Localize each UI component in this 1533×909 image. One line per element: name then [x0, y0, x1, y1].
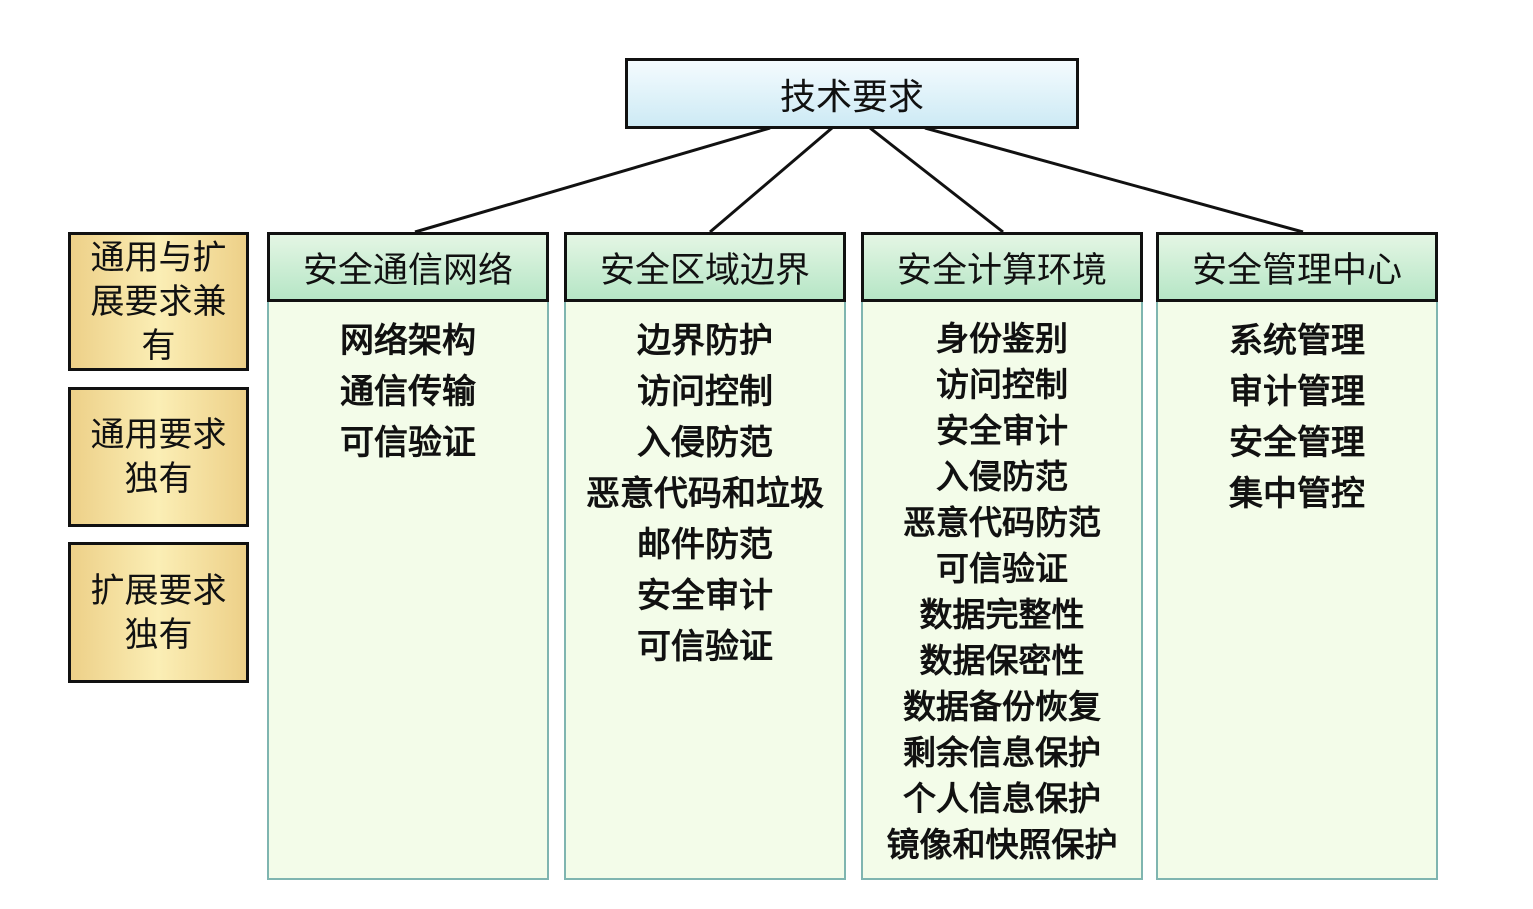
column-communication-network: 安全通信网络 网络架构 通信传输 可信验证	[267, 232, 549, 880]
column-header: 安全计算环境	[861, 232, 1143, 302]
list-item: 安全管理	[1229, 423, 1365, 463]
legend-both: 通用与扩展要求兼有	[68, 232, 249, 371]
root-node: 技术要求	[625, 58, 1079, 129]
list-item: 数据保密性	[919, 641, 1085, 680]
list-item: 系统管理	[1229, 321, 1365, 361]
column-header: 安全区域边界	[564, 232, 846, 302]
column-area-boundary: 安全区域边界 边界防护 访问控制 入侵防范 恶意代码和垃圾 邮件防范 安全审计 …	[564, 232, 846, 880]
list-item: 可信验证	[637, 627, 773, 667]
list-item: 邮件防范	[637, 525, 773, 565]
column-body: 身份鉴别 访问控制 安全审计 入侵防范 恶意代码防范 可信验证 数据完整性 数据…	[861, 300, 1143, 880]
legend-extension-only: 扩展要求独有	[68, 542, 249, 683]
list-item: 身份鉴别	[936, 319, 1068, 358]
column-header: 安全管理中心	[1156, 232, 1438, 302]
list-item: 数据备份恢复	[903, 687, 1101, 726]
list-item: 边界防护	[637, 321, 773, 361]
list-item: 安全审计	[637, 576, 773, 616]
column-management-center: 安全管理中心 系统管理 审计管理 安全管理 集中管控	[1156, 232, 1438, 880]
column-computing-environment: 安全计算环境 身份鉴别 访问控制 安全审计 入侵防范 恶意代码防范 可信验证 数…	[861, 232, 1143, 880]
list-item: 数据完整性	[919, 595, 1085, 634]
list-item: 恶意代码和垃圾	[586, 474, 824, 514]
list-item: 网络架构	[340, 321, 476, 361]
list-item: 可信验证	[936, 549, 1068, 588]
list-item: 访问控制	[637, 372, 773, 412]
list-item: 安全审计	[936, 411, 1068, 450]
list-item: 个人信息保护	[903, 779, 1101, 818]
column-body: 边界防护 访问控制 入侵防范 恶意代码和垃圾 邮件防范 安全审计 可信验证	[564, 300, 846, 880]
legend-general-only: 通用要求独有	[68, 387, 249, 527]
list-item: 访问控制	[936, 365, 1068, 404]
list-item: 入侵防范	[936, 457, 1068, 496]
list-item: 剩余信息保护	[903, 733, 1101, 772]
list-item: 通信传输	[340, 372, 476, 412]
list-item: 恶意代码防范	[903, 503, 1101, 542]
column-header: 安全通信网络	[267, 232, 549, 302]
list-item: 集中管控	[1229, 474, 1365, 514]
column-body: 网络架构 通信传输 可信验证	[267, 300, 549, 880]
list-item: 审计管理	[1229, 372, 1365, 412]
list-item: 入侵防范	[637, 423, 773, 463]
column-body: 系统管理 审计管理 安全管理 集中管控	[1156, 300, 1438, 880]
list-item: 可信验证	[340, 423, 476, 463]
list-item: 镜像和快照保护	[886, 825, 1118, 864]
